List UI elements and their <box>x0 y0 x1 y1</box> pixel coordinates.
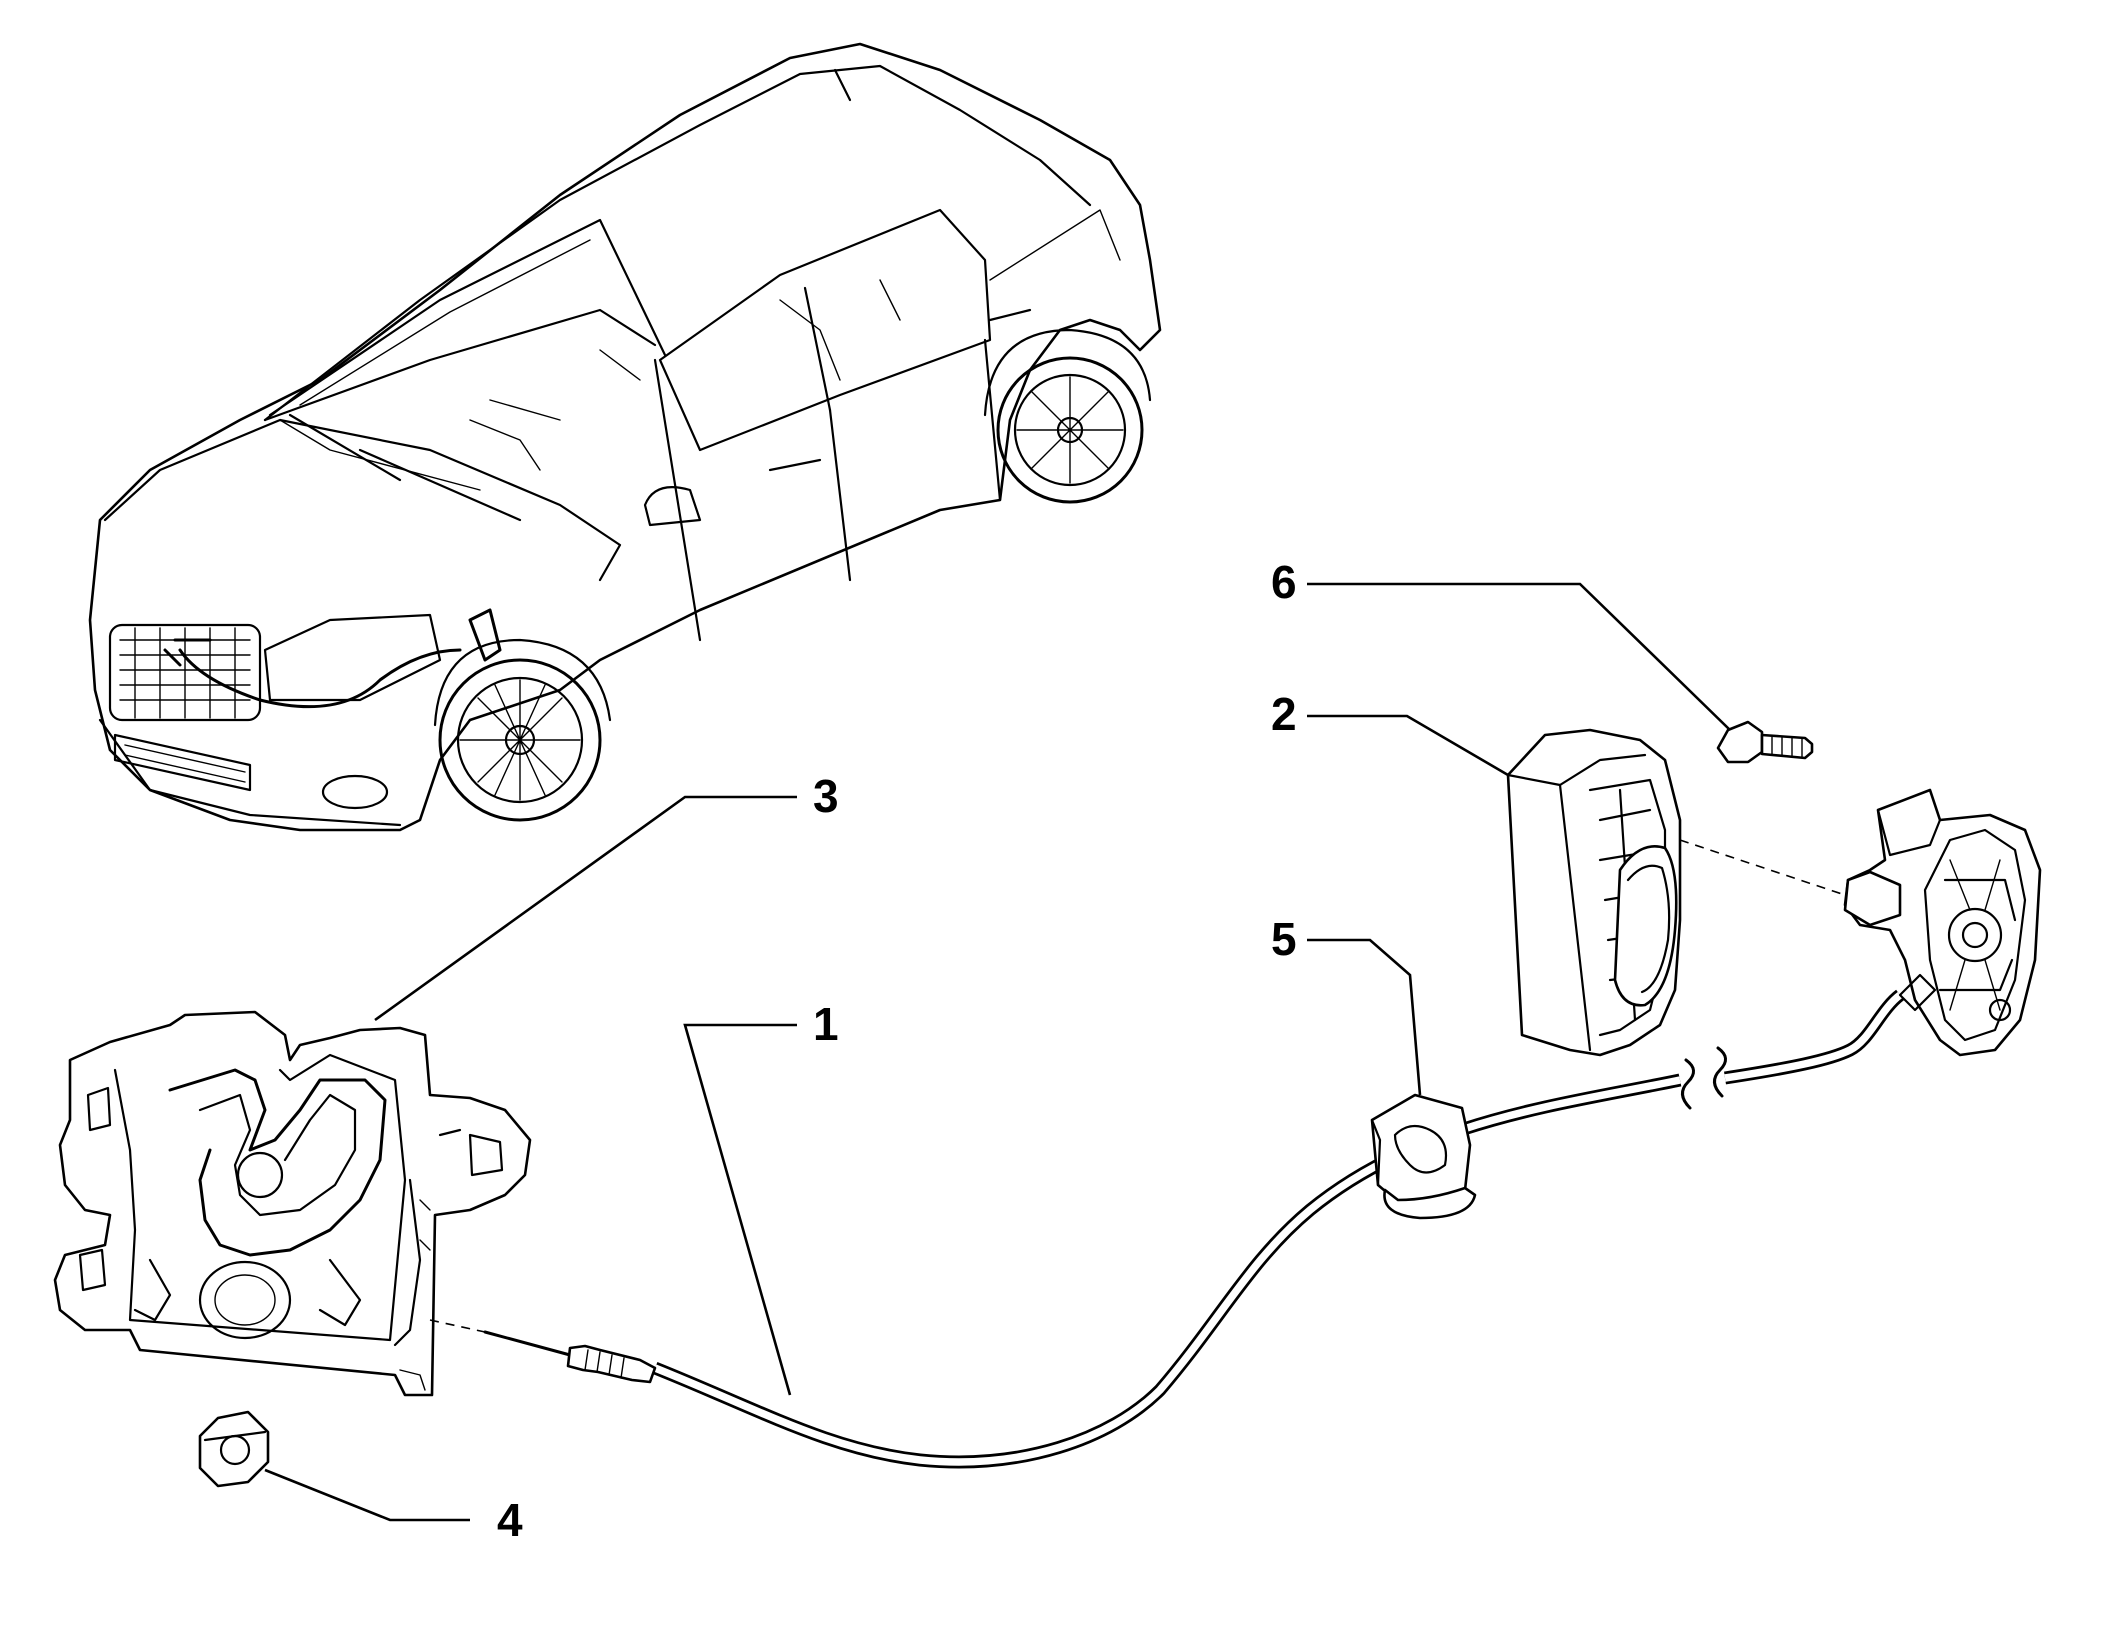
car-illustration <box>88 42 1162 832</box>
leader-2 <box>1307 714 1509 777</box>
bolt <box>1716 720 1814 764</box>
callout-6: 6 <box>1271 556 1297 608</box>
leader-4 <box>264 1468 470 1522</box>
release-handle <box>1506 728 1682 1057</box>
leader-3 <box>374 795 797 1022</box>
leader-lines <box>264 582 1731 1522</box>
callout-5: 5 <box>1271 913 1297 965</box>
leader-5 <box>1307 938 1422 1096</box>
leader-6 <box>1307 582 1731 731</box>
flange-nut <box>198 1410 270 1488</box>
leader-1 <box>683 1023 797 1396</box>
callout-4: 4 <box>497 1494 523 1546</box>
callout-2: 2 <box>1271 688 1297 740</box>
handle-bracket <box>1843 788 2042 1057</box>
callout-3: 3 <box>813 770 839 822</box>
handle-bracket-alignment <box>1679 839 1846 896</box>
bonnet-latch <box>53 1010 532 1397</box>
callout-1: 1 <box>813 998 839 1050</box>
cable-clip <box>1370 1093 1477 1220</box>
latch-cable-alignment <box>429 1319 486 1333</box>
